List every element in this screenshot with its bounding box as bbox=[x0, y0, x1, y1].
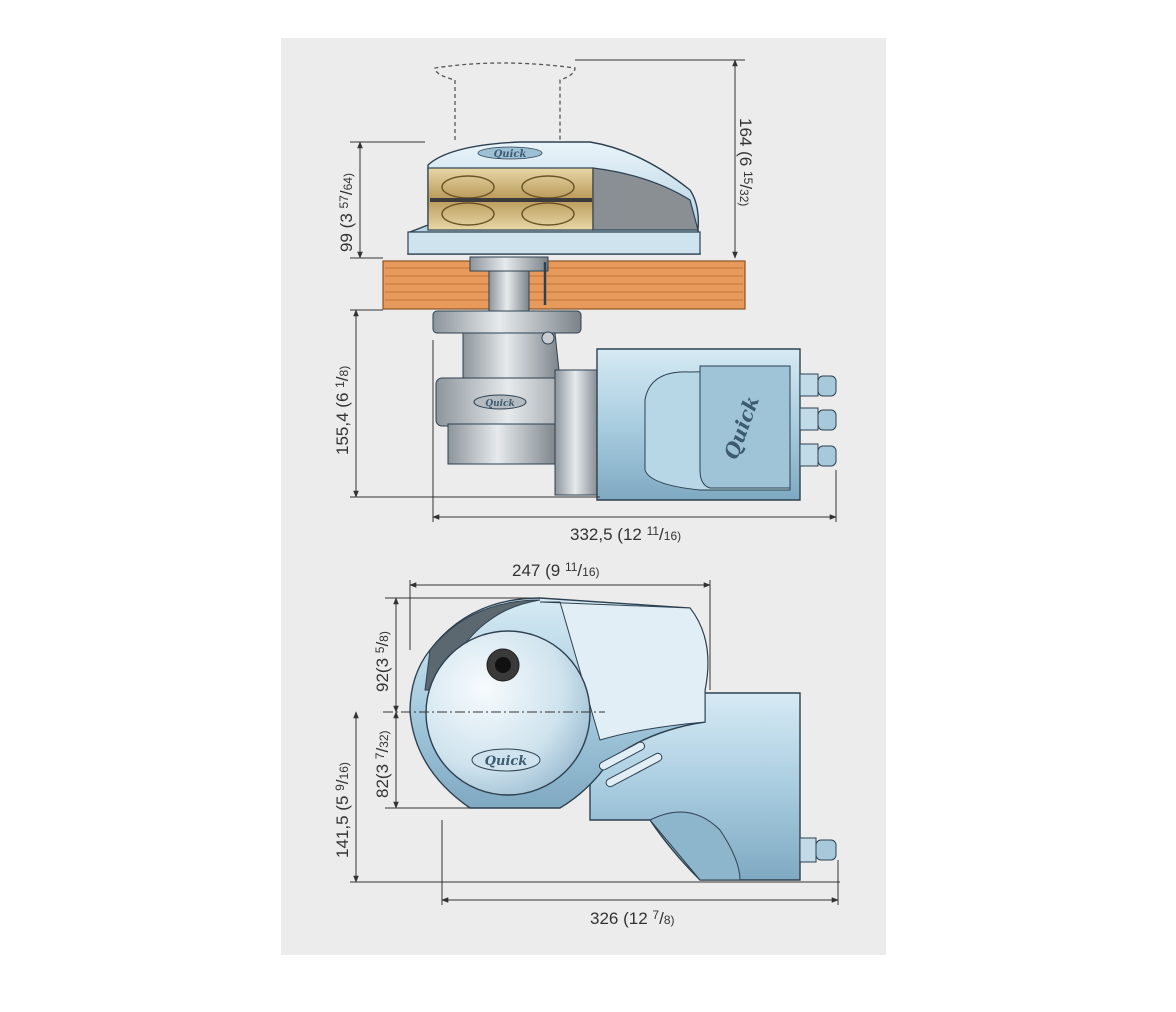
drum bbox=[425, 630, 591, 796]
dim-155-4: 155,4 (6 1/8) bbox=[333, 366, 352, 455]
coupling bbox=[554, 369, 601, 496]
shroud bbox=[592, 167, 699, 231]
dim-141-5: 141,5 (5 9/16) bbox=[333, 762, 352, 858]
dimension-lines bbox=[350, 59, 840, 905]
mount-flange bbox=[432, 310, 582, 334]
deck-grain bbox=[385, 267, 743, 301]
motor-cover-plate bbox=[699, 365, 791, 489]
dim-92: 92(3 5/8) bbox=[373, 631, 392, 692]
drum-logo-plate bbox=[471, 748, 541, 772]
dim-164: 164 (6 15/32) bbox=[736, 118, 755, 206]
capstan-outline bbox=[434, 62, 576, 140]
shaft bbox=[488, 270, 530, 312]
gypsy-pockets bbox=[430, 175, 592, 226]
base-plate bbox=[407, 231, 701, 255]
motor-shadow bbox=[649, 811, 741, 881]
deck-board bbox=[382, 260, 746, 310]
dim-332-5: 332,5 (12 11/16) bbox=[570, 524, 681, 544]
drum-shaft-hole bbox=[495, 657, 511, 673]
dim-82: 82(3 7/32) bbox=[373, 730, 392, 798]
shaft-collar bbox=[469, 256, 549, 272]
gearbox-bottom bbox=[447, 423, 559, 465]
vent-slots bbox=[598, 741, 663, 788]
dim-247: 247 (9 11/16) bbox=[512, 560, 600, 580]
cable-glands bbox=[799, 373, 837, 467]
dim-99: 99 (3 57/64) bbox=[337, 173, 356, 252]
drum-logo: Quick bbox=[485, 754, 528, 769]
bolt bbox=[541, 331, 555, 345]
cap-logo-plate bbox=[477, 146, 543, 160]
cable-glands-topview bbox=[799, 837, 837, 863]
gearbox-logo: Quick bbox=[485, 399, 515, 409]
dim-326: 326 (12 7/8) bbox=[590, 908, 675, 928]
housing-cover bbox=[539, 601, 709, 741]
gearbox-logo-plate bbox=[473, 394, 527, 410]
cap-logo: Quick bbox=[494, 149, 527, 160]
